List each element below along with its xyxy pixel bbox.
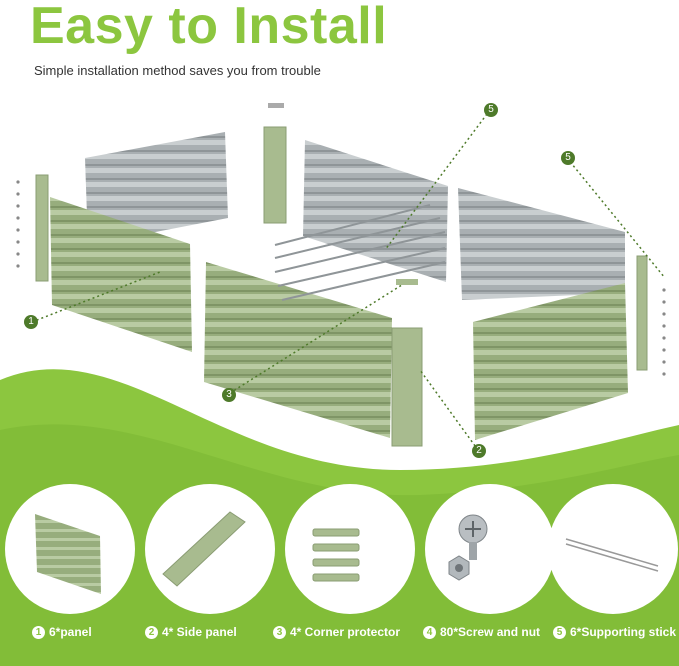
- supporting-sticks: [274, 204, 446, 301]
- callout-badge-5a: 5: [484, 103, 498, 117]
- part-circle-side-panel: [145, 484, 275, 614]
- screw-column-left: [16, 180, 20, 268]
- side-panel-icon: [162, 511, 246, 587]
- screw-column-right: [662, 288, 666, 376]
- corner-protector-top: [263, 126, 287, 224]
- part-circle-supporting-stick: [548, 484, 678, 614]
- side-post-right: [636, 255, 648, 371]
- small-clip: [268, 103, 284, 108]
- panel-back-right: [458, 188, 625, 300]
- part-circle-corner-protector: [285, 484, 415, 614]
- panel-front-left: [50, 197, 192, 352]
- panel-back-left: [85, 132, 228, 245]
- callout-badge-2: 2: [472, 444, 486, 458]
- page-title: Easy to Install: [30, 0, 388, 55]
- corner-protector-front: [391, 327, 423, 447]
- panel-back-center: [303, 140, 448, 282]
- callout-leaders: [31, 109, 666, 451]
- callout-badge-3: 3: [222, 388, 236, 402]
- page-subtitle: Simple installation method saves you fro…: [34, 63, 321, 78]
- part-circle-panel: [5, 484, 135, 614]
- callout-badge-5b: 5: [561, 151, 575, 165]
- part-circle-screw-and-nut: [425, 484, 555, 614]
- side-post-left: [35, 174, 49, 282]
- panel-front-right: [473, 283, 628, 440]
- panel-icon: [35, 514, 101, 594]
- supporting-stick-icon: [565, 538, 659, 572]
- corner-protector-icon: [312, 528, 360, 582]
- small-bracket: [396, 279, 418, 285]
- screw-icon: [448, 514, 488, 581]
- callout-badge-1: 1: [24, 315, 38, 329]
